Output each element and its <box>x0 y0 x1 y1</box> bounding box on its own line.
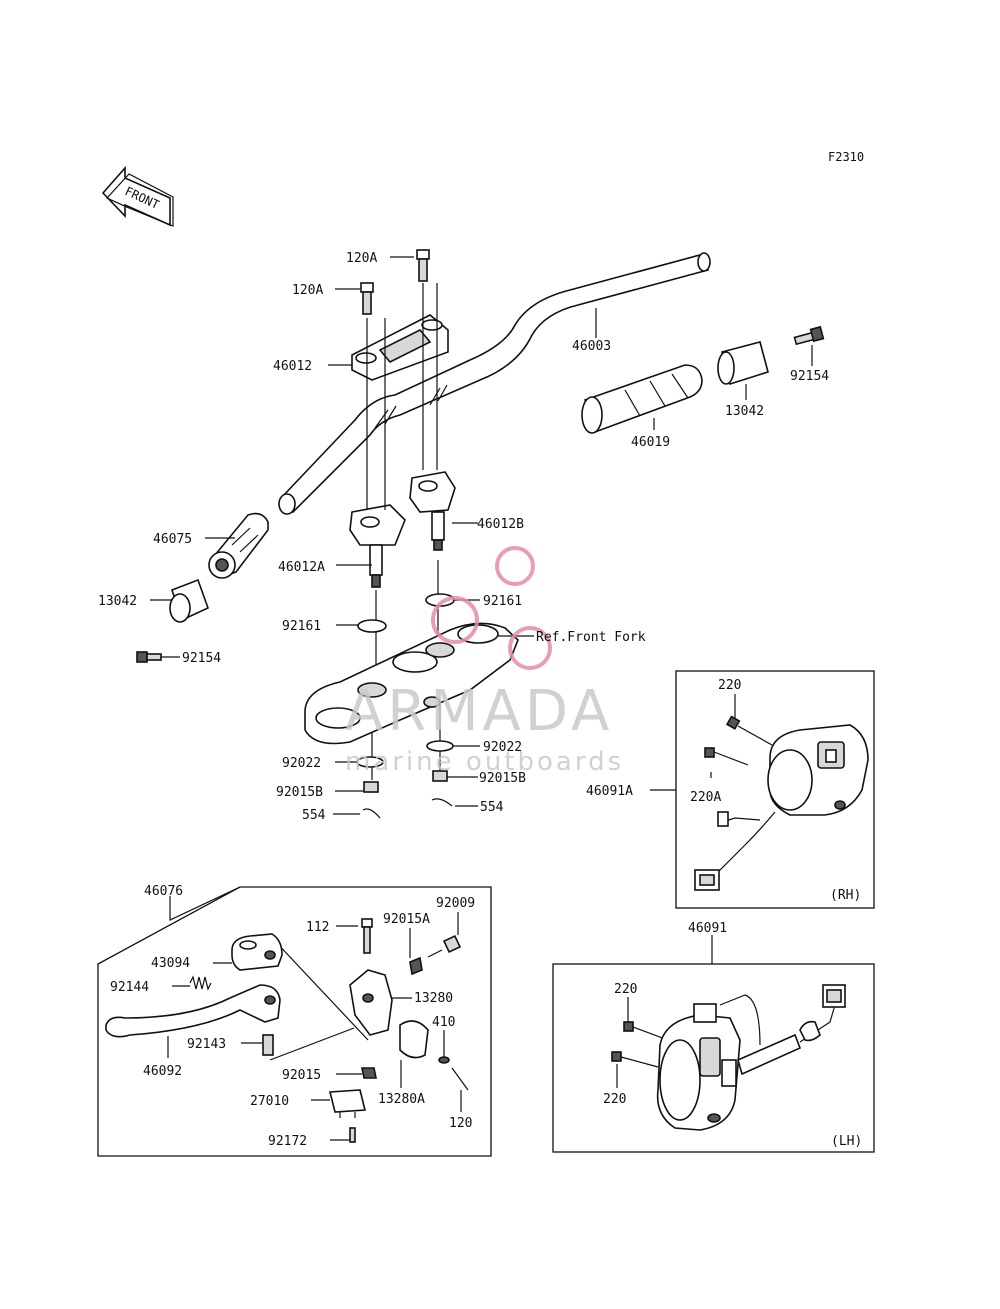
label-46019: 46019 <box>631 435 670 450</box>
label-92022-right: 92022 <box>483 740 522 755</box>
nut-92015b-left <box>363 781 379 793</box>
watermark-brand: ARMADA <box>345 679 613 744</box>
grip-46019 <box>581 364 703 434</box>
watermark: ARMADA marine outboards <box>345 546 624 777</box>
label-92015b-left: 92015B <box>276 785 323 800</box>
label-112: 112 <box>306 920 329 935</box>
nut-92015b-right <box>432 770 448 782</box>
label-43094: 43094 <box>151 956 190 971</box>
label-13042-right: 13042 <box>725 404 764 419</box>
bolt-120a-left <box>360 282 374 315</box>
weight-13042-left <box>169 578 209 623</box>
label-lh-side: (LH) <box>831 1134 862 1149</box>
label-46003: 46003 <box>572 339 611 354</box>
label-92161-right: 92161 <box>483 594 522 609</box>
label-ref-front-fork: Ref.Front Fork <box>536 630 646 645</box>
label-46012a: 46012A <box>278 560 325 575</box>
weight-13042-right <box>717 341 769 386</box>
label-120a-top: 120A <box>346 251 377 266</box>
label-46012b: 46012B <box>477 517 524 532</box>
screw-92154-right <box>793 325 825 346</box>
label-220-lh-bottom: 220 <box>603 1092 626 1107</box>
handlebar <box>278 252 711 515</box>
watermark-tagline: marine outboards <box>345 747 624 777</box>
label-220-lh-top: 220 <box>614 982 637 997</box>
label-46076: 46076 <box>144 884 183 899</box>
label-92015b-right: 92015B <box>479 771 526 786</box>
label-13280: 13280 <box>414 991 453 1006</box>
label-27010: 27010 <box>250 1094 289 1109</box>
figure-id: F2310 <box>828 150 864 164</box>
label-92143: 92143 <box>187 1037 226 1052</box>
label-46012: 46012 <box>273 359 312 374</box>
label-92154-left: 92154 <box>182 651 221 666</box>
screw-92154-left <box>136 651 162 663</box>
front-arrow-icon: FRONT <box>101 165 174 227</box>
lever-assembly-box: 46076 43094 92144 46092 92143 112 92015A… <box>97 884 492 1157</box>
label-92172: 92172 <box>268 1134 307 1149</box>
label-46091a: 46091A <box>586 784 633 799</box>
label-13042-left: 13042 <box>98 594 137 609</box>
pin-554-right <box>431 798 453 807</box>
lh-switch-box: 46091 220 220 (LH) <box>552 921 875 1153</box>
label-92015a: 92015A <box>383 912 430 927</box>
label-46091: 46091 <box>688 921 727 936</box>
washer-92161-left <box>357 619 387 633</box>
bolt-120a-right <box>416 249 430 282</box>
label-92154-right: 92154 <box>790 369 829 384</box>
label-554-right: 554 <box>480 800 504 815</box>
rh-switch-box: 46091A 220 220A (RH) <box>586 670 875 909</box>
label-92144: 92144 <box>110 980 149 995</box>
label-46075: 46075 <box>153 532 192 547</box>
label-120a-left: 120A <box>292 283 323 298</box>
label-46092: 46092 <box>143 1064 182 1079</box>
upper-holder <box>351 314 449 381</box>
label-554-left: 554 <box>302 808 326 823</box>
label-13280a: 13280A <box>378 1092 425 1107</box>
label-92022-left: 92022 <box>282 756 321 771</box>
label-410: 410 <box>432 1015 455 1030</box>
label-120: 120 <box>449 1116 472 1131</box>
label-92161-left: 92161 <box>282 619 321 634</box>
label-220-rh: 220 <box>718 678 741 693</box>
label-92015: 92015 <box>282 1068 321 1083</box>
holder-46012a <box>349 504 406 588</box>
grip-46075 <box>208 512 269 579</box>
pin-554-left <box>362 808 381 819</box>
label-220a-rh: 220A <box>690 790 721 805</box>
holder-46012b <box>409 471 456 551</box>
label-rh-side: (RH) <box>830 888 861 903</box>
label-92009: 92009 <box>436 896 475 911</box>
